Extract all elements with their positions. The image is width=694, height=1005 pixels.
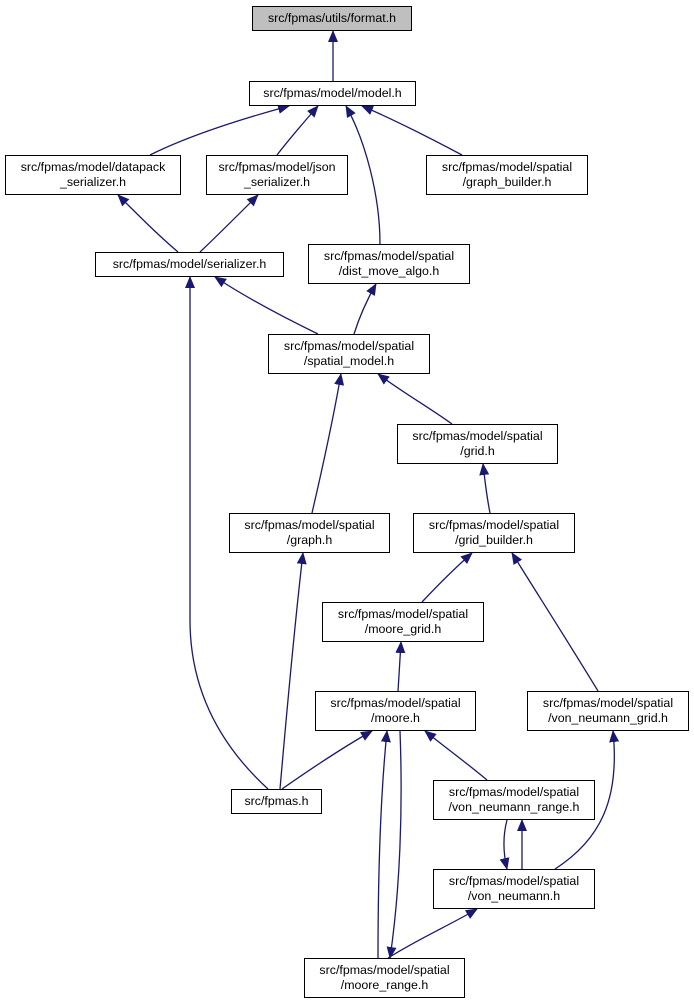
node-label-line: src/fpmas/model/spatial bbox=[441, 160, 573, 174]
node-moore-h[interactable]: src/fpmas/model/spatial /moore.h bbox=[315, 691, 476, 731]
node-label-line: /spatial_model.h bbox=[303, 354, 395, 368]
node-moore-grid-h[interactable]: src/fpmas/model/spatial /moore_grid.h bbox=[322, 602, 484, 642]
node-label-line: src/fpmas/model/spatial bbox=[244, 518, 375, 532]
edge-moore-to-moore_grid bbox=[395, 641, 406, 692]
node-json-serializer-h[interactable]: src/fpmas/model/json _serializer.h bbox=[206, 155, 348, 195]
edge-grid-to-spatial_model bbox=[377, 373, 453, 425]
edge-spatial_model-to-dist_move bbox=[353, 283, 377, 335]
node-label-line: src/fpmas/model/model.h bbox=[263, 86, 402, 100]
edge-datapack-to-model bbox=[149, 104, 290, 156]
node-format-h: src/fpmas/utils/format.h bbox=[252, 6, 412, 31]
node-label-line: src/fpmas/model/spatial bbox=[448, 785, 580, 799]
node-von-neumann-grid-h[interactable]: src/fpmas/model/spatial /von_neumann_gri… bbox=[527, 691, 689, 731]
node-label-line: src/fpmas/model/spatial bbox=[330, 696, 461, 710]
node-label-line: src/fpmas/model/spatial bbox=[542, 696, 674, 710]
node-label-line: src/fpmas/model/spatial bbox=[283, 339, 415, 353]
edge-vn-to-vn_grid bbox=[554, 730, 620, 870]
node-serializer-h[interactable]: src/fpmas/model/serializer.h bbox=[95, 252, 284, 277]
node-fpmas-h[interactable]: src/fpmas.h bbox=[231, 789, 322, 814]
edge-grid_builder-to-grid bbox=[479, 463, 491, 514]
edge-fpmas-to-graph bbox=[279, 552, 307, 790]
node-graph-h[interactable]: src/fpmas/model/spatial /graph.h bbox=[229, 513, 390, 553]
node-label-line: /grid.h bbox=[460, 444, 495, 458]
node-label-line: src/fpmas/model/datapack bbox=[20, 160, 166, 174]
edge-fpmas-to-moore bbox=[281, 730, 373, 790]
node-label-line: src/fpmas/model/spatial bbox=[319, 963, 450, 977]
node-label-line: src/fpmas/model/spatial bbox=[428, 518, 560, 532]
node-moore-range-h[interactable]: src/fpmas/model/spatial /moore_range.h bbox=[304, 958, 465, 998]
edge-vn_grid-to-grid_builder bbox=[511, 552, 599, 692]
node-label-line: src/fpmas.h bbox=[244, 794, 309, 808]
edge-graph_builder-to-model bbox=[361, 105, 463, 156]
node-label-line: src/fpmas/model/serializer.h bbox=[112, 257, 267, 271]
node-von-neumann-range-h[interactable]: src/fpmas/model/spatial /von_neumann_ran… bbox=[433, 780, 595, 820]
node-grid-builder-h[interactable]: src/fpmas/model/spatial /grid_builder.h bbox=[413, 513, 575, 553]
edge-moore_grid-to-grid_builder bbox=[421, 552, 473, 603]
node-label-line: _serializer.h bbox=[243, 175, 311, 189]
edge-vn_range-to-moore bbox=[424, 730, 488, 781]
node-label-line: src/fpmas/model/spatial bbox=[323, 249, 455, 263]
node-label-line: /grid_builder.h bbox=[455, 533, 533, 547]
edge-fpmas-to-serializer bbox=[185, 276, 269, 790]
node-datapack-serializer-h[interactable]: src/fpmas/model/datapack _serializer.h bbox=[5, 155, 181, 195]
edge-vn_range-to-vn bbox=[499, 819, 510, 870]
edge-moore_range-to-vn bbox=[387, 908, 478, 959]
edge-serializer-to-json bbox=[199, 194, 259, 253]
node-label-line: /von_neumann.h bbox=[467, 889, 561, 903]
edge-json-to-model bbox=[276, 105, 319, 156]
node-label-line: src/fpmas/model/json bbox=[218, 160, 336, 174]
edge-moore-to-moore_range bbox=[386, 730, 402, 959]
node-label-line: /moore.h bbox=[371, 711, 420, 725]
node-label-line: /dist_move_algo.h bbox=[338, 264, 440, 278]
node-label-line: src/fpmas/utils/format.h bbox=[267, 11, 397, 25]
node-label-line: /von_neumann_grid.h bbox=[548, 711, 668, 725]
node-label-line: /von_neumann_range.h bbox=[448, 800, 580, 814]
node-von-neumann-h[interactable]: src/fpmas/model/spatial /von_neumann.h bbox=[433, 869, 595, 909]
node-label-line: src/fpmas/model/spatial bbox=[448, 874, 580, 888]
edge-spatial_model-to-serializer bbox=[214, 276, 319, 335]
node-label-line: _serializer.h bbox=[59, 175, 127, 189]
edge-serializer-to-datapack bbox=[117, 194, 179, 253]
node-label-line: src/fpmas/model/spatial bbox=[412, 429, 543, 443]
node-grid-h[interactable]: src/fpmas/model/spatial /grid.h bbox=[397, 424, 558, 464]
node-spatial-model-h[interactable]: src/fpmas/model/spatial /spatial_model.h bbox=[268, 334, 430, 374]
node-dist-move-algo-h[interactable]: src/fpmas/model/spatial /dist_move_algo.… bbox=[308, 244, 470, 284]
node-graph-builder-h[interactable]: src/fpmas/model/spatial /graph_builder.h bbox=[426, 155, 588, 195]
edge-moore_range-to-moore bbox=[377, 730, 391, 959]
node-label-line: /moore_grid.h bbox=[364, 622, 442, 636]
node-label-line: /moore_range.h bbox=[340, 978, 429, 992]
node-label-line: /graph.h bbox=[286, 533, 333, 547]
node-model-h[interactable]: src/fpmas/model/model.h bbox=[249, 81, 416, 106]
node-label-line: /graph_builder.h bbox=[462, 175, 552, 189]
edge-dist_move-to-model bbox=[345, 105, 381, 245]
node-label-line: src/fpmas/model/spatial bbox=[337, 607, 469, 621]
edge-graph-to-spatial_model bbox=[311, 373, 345, 514]
